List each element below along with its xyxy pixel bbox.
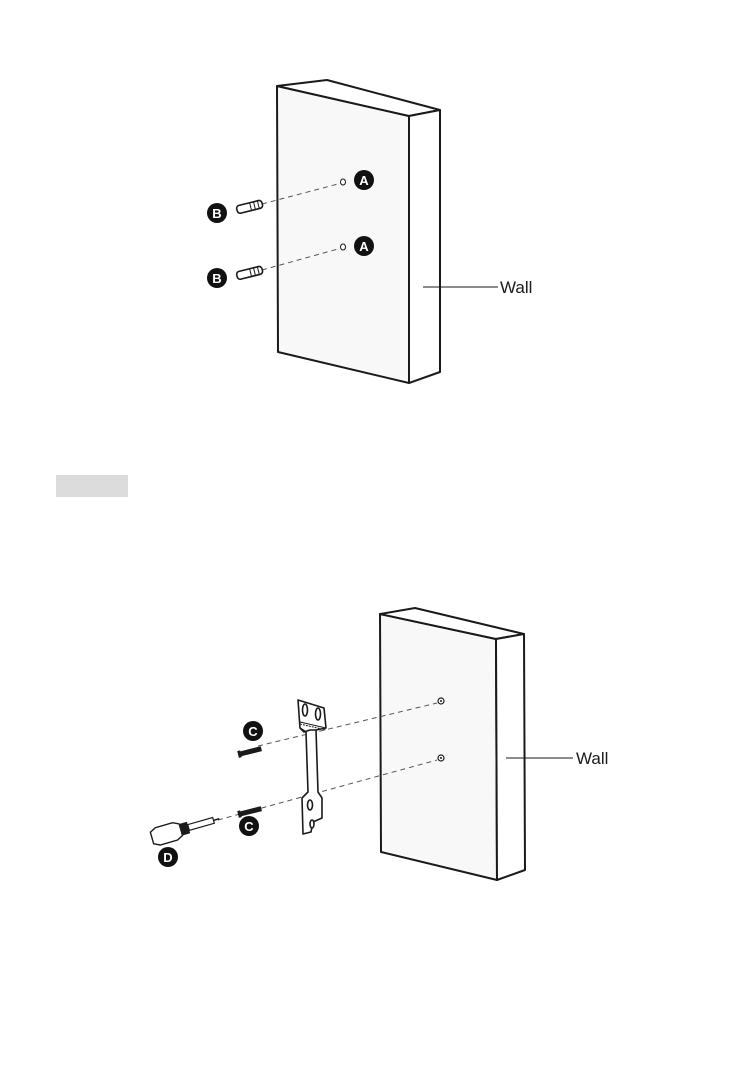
screw: [237, 805, 262, 818]
badge-c: C: [239, 816, 259, 836]
svg-text:C: C: [248, 724, 258, 739]
anchor-hole: [438, 698, 444, 704]
svg-text:A: A: [359, 173, 369, 188]
step1-illustration: A A B B Wall: [0, 0, 749, 420]
drill-hole: [341, 244, 346, 250]
anchor-hole: [438, 755, 444, 761]
badge-a: A: [354, 236, 374, 256]
wall-label: Wall: [500, 278, 532, 297]
wall-block: [277, 80, 440, 383]
badge-d: D: [158, 847, 178, 867]
badge-b: B: [207, 268, 227, 288]
badge-a: A: [354, 170, 374, 190]
svg-text:B: B: [212, 206, 221, 221]
svg-text:B: B: [212, 271, 221, 286]
svg-text:A: A: [359, 239, 369, 254]
screw: [237, 745, 262, 758]
badge-b: B: [207, 203, 227, 223]
wall-anchor: [236, 266, 263, 280]
step2-illustration: C C D Wall: [0, 560, 749, 900]
screwdriver-icon: [150, 810, 222, 847]
step-marker-bar: [56, 475, 128, 497]
wall-label: Wall: [576, 749, 608, 768]
wall-block: [380, 608, 525, 880]
svg-text:D: D: [163, 850, 172, 865]
drill-hole: [341, 179, 346, 185]
svg-text:C: C: [244, 819, 254, 834]
step1-diagram: A A B B Wall: [0, 0, 749, 420]
wall-anchor: [236, 200, 263, 214]
mounting-bracket: [298, 700, 326, 834]
step2-diagram: C C D Wall: [0, 560, 749, 900]
badge-c: C: [243, 721, 263, 741]
